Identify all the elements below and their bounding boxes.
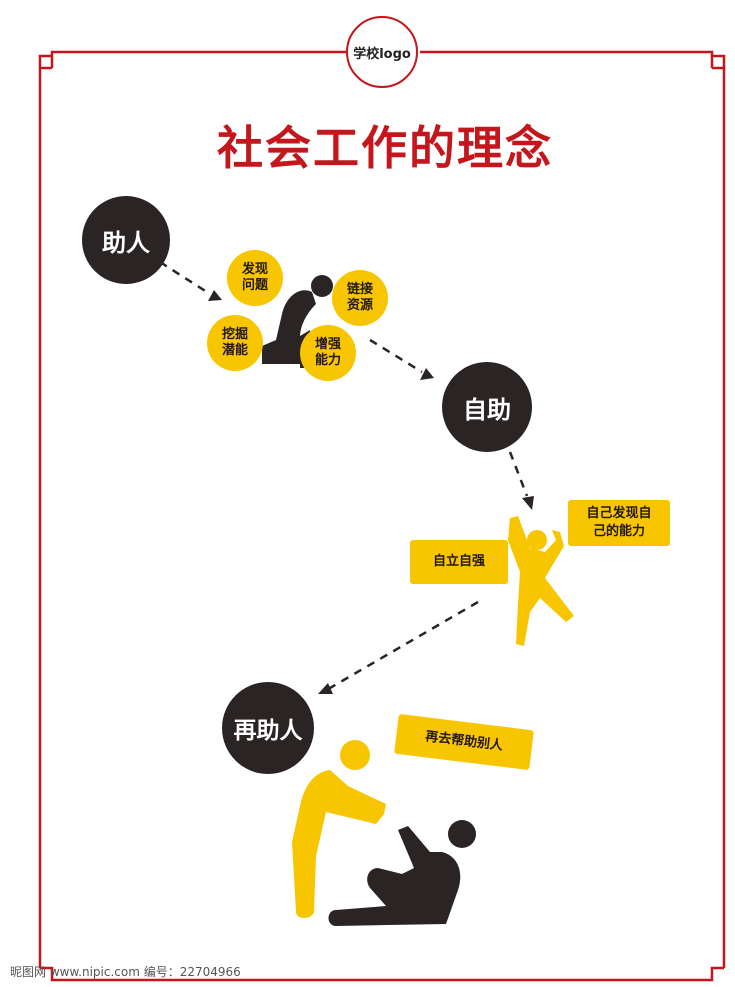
step-self-help-circle: 自助 [442, 362, 532, 452]
bubble-enhance-ability: 增强 能力 [300, 325, 356, 381]
watermark-text: 昵图网 www.nipic.com 编号：22704966 [10, 965, 241, 979]
page-title: 社会工作的理念 [217, 121, 553, 175]
bubble-link-resources: 链接 资源 [332, 270, 388, 326]
arrow-head-4 [318, 683, 333, 694]
tag-self-discover: 自己发现自 己的能力 [568, 500, 670, 546]
arrow-head-2 [420, 368, 434, 380]
arrow-head-3 [522, 496, 534, 510]
step-help-again-label: 再助人 [233, 718, 303, 744]
step-help-circle: 助人 [82, 196, 170, 284]
bubble-find-problem: 发现 问题 [227, 250, 283, 306]
arrow-head-1 [208, 290, 222, 301]
step-self-help-label: 自助 [463, 395, 511, 424]
step-help-label: 助人 [102, 228, 150, 257]
bubble-dig-potential: 挖掘 潜能 [207, 315, 263, 371]
step-help-again-circle: 再助人 [222, 682, 314, 774]
school-logo: 学校logo [346, 16, 418, 88]
tag-self-strong: 自立自强 [410, 540, 508, 584]
